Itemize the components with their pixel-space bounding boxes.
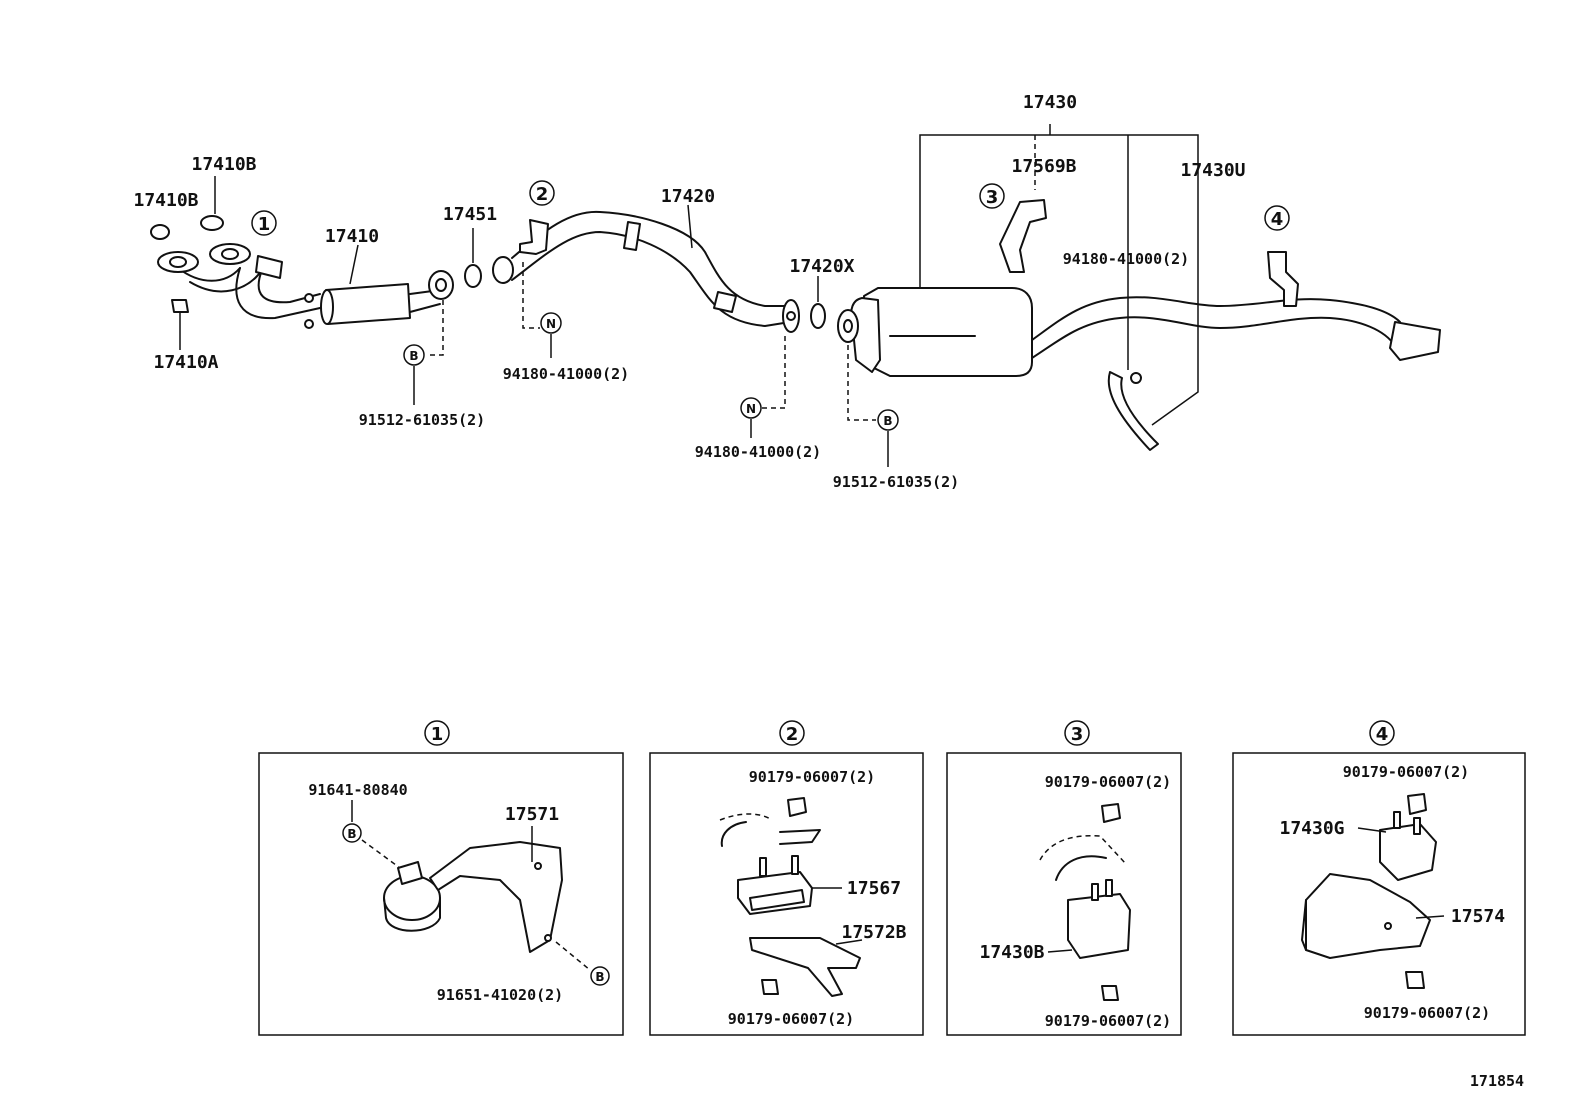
gasket-17410b-left [150,224,170,240]
detail-box-2 [649,752,924,1036]
detail-1-bolt-marker-top: B [347,827,356,841]
detail-3-label-nut-bottom: 90179-06007(2) [1045,1012,1171,1030]
label-nut-94180-right: 94180-41000(2) [1063,250,1189,268]
label-nut-94180-left: 94180-41000(2) [503,365,629,383]
bracket-17569b [999,199,1047,273]
label-17410b-left: 17410B [133,190,198,211]
detail-2-mount-17567 [719,797,861,997]
label-17451: 17451 [443,204,497,225]
bolt-marker-b-right: B [883,414,892,428]
detail-2-title: 2 [786,724,799,745]
intermediate-pipe-17420 [492,210,800,333]
label-bolt-91512-right: 91512-61035(2) [833,473,959,491]
detail-4-label-nut-top: 90179-06007(2) [1343,763,1469,781]
label-17410: 17410 [325,226,379,247]
gasket-17451 [464,264,482,288]
nut-17410a [171,299,189,313]
bolt-marker-b-left: B [409,349,418,363]
callout-1-main: 1 [258,214,271,235]
detail-2-label-nut-top: 90179-06007(2) [749,768,875,786]
detail-2-label-bracket: 17572B [841,922,906,943]
muffler-17430 [837,251,1441,377]
detail-box-1 [258,752,624,1036]
detail-4-mount-bracket [1301,793,1437,989]
detail-3-title: 3 [1071,724,1084,745]
detail-3-label-nut-top: 90179-06007(2) [1045,773,1171,791]
detail-box-4 [1232,752,1526,1036]
group-17430-bracket [919,124,1199,426]
label-17430u: 17430U [1180,160,1245,181]
detail-3-mount-17430b [1039,803,1131,1001]
label-17430: 17430 [1023,92,1077,113]
label-17420: 17420 [661,186,715,207]
detail-3-label-mount: 17430B [979,942,1044,963]
callout-3-main: 3 [986,187,999,208]
gasket-17420x [810,303,826,329]
label-17569b: 17569B [1011,156,1076,177]
label-17410a: 17410A [153,352,218,373]
label-nut-94180-middle: 94180-41000(2) [695,443,821,461]
detail-4-label-bracket: 17574 [1451,906,1505,927]
detail-1-label-bracket: 17571 [505,804,559,825]
detail-2-label-nut-bottom: 90179-06007(2) [728,1010,854,1028]
detail-box-3 [946,752,1182,1036]
detail-4-title: 4 [1376,724,1389,745]
drawing-number: 171854 [1470,1072,1524,1090]
detail-2-label-mount: 17567 [847,878,901,899]
detail-1-clamp-bracket [383,841,563,953]
detail-1-title: 1 [431,724,444,745]
callout-4-main: 4 [1271,209,1284,230]
nut-marker-n-left: N [546,317,556,331]
label-17410b-top: 17410B [191,154,256,175]
callout-2-main: 2 [536,184,549,205]
detail-1-label-bolt-bottom: 91651-41020(2) [437,986,563,1004]
detail-4-label-mount: 17430G [1279,818,1344,839]
nut-marker-n-middle: N [746,402,756,416]
gasket-17410b-top [200,215,224,231]
hanger-17430u [1107,371,1159,451]
detail-4-label-nut-bottom: 90179-06007(2) [1364,1004,1490,1022]
detail-1-bolt-marker-bottom: B [595,970,604,984]
front-pipe-17410 [157,243,454,329]
detail-1-label-bolt-top: 91641-80840 [308,781,407,799]
label-17420x: 17420X [789,256,854,277]
label-bolt-91512-left: 91512-61035(2) [359,411,485,429]
